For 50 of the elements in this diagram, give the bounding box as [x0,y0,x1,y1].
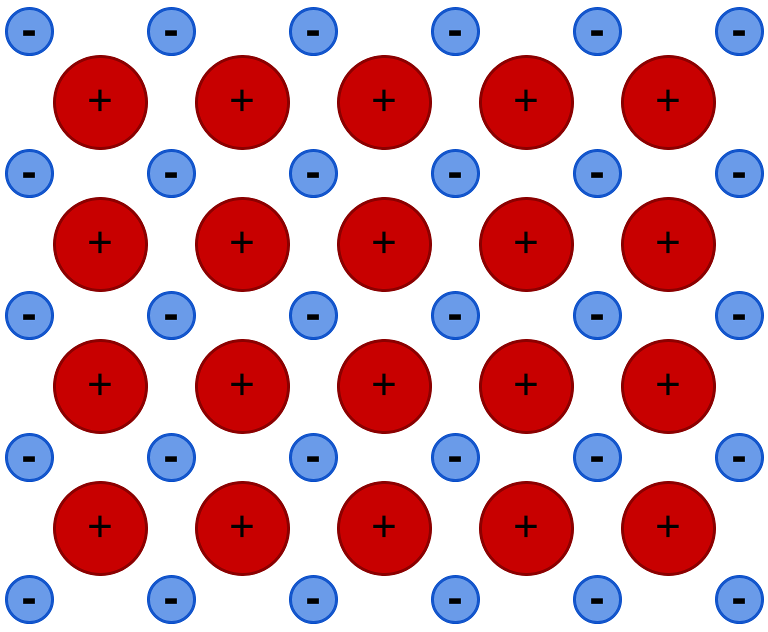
positive-ion-circle: + [478,480,574,576]
positive-ion-circle: + [336,338,432,434]
negative-ion-circle: - [714,432,764,482]
negative-ion-circle: - [430,6,480,56]
positive-ion-circle: + [52,480,148,576]
positive-ion-circle: + [194,196,290,292]
negative-ion-circle: - [146,148,196,198]
positive-ion-circle: + [194,338,290,434]
positive-ion-circle: + [336,480,432,576]
negative-ion-circle: - [430,574,480,624]
negative-ion-circle: - [714,574,764,624]
negative-ion-circle: - [430,290,480,340]
negative-ion-circle: - [288,6,338,56]
negative-ion-circle: - [714,290,764,340]
positive-ion-circle: + [336,196,432,292]
negative-ion-circle: - [572,148,622,198]
positive-ion-circle: + [52,196,148,292]
positive-ion-circle: + [478,54,574,150]
negative-ion-circle: - [572,6,622,56]
positive-ion-circle: + [478,338,574,434]
positive-ion-circle: + [620,54,716,150]
positive-ion-circle: + [336,54,432,150]
positive-ion-circle: + [52,338,148,434]
negative-ion-circle: - [146,432,196,482]
positive-ion-circle: + [620,196,716,292]
negative-ion-circle: - [572,290,622,340]
negative-ion-circle: - [4,290,54,340]
negative-ion-circle: - [4,148,54,198]
negative-ion-circle: - [430,148,480,198]
negative-ion-circle: - [288,148,338,198]
negative-ion-circle: - [430,432,480,482]
negative-ion-circle: - [4,6,54,56]
negative-ion-circle: - [4,432,54,482]
positive-ion-circle: + [620,480,716,576]
negative-ion-circle: - [288,574,338,624]
negative-ion-circle: - [288,290,338,340]
negative-ion-circle: - [146,574,196,624]
negative-ion-circle: - [146,290,196,340]
negative-ion-circle: - [572,432,622,482]
positive-ion-circle: + [620,338,716,434]
positive-ion-circle: + [52,54,148,150]
positive-ion-circle: + [478,196,574,292]
negative-ion-circle: - [146,6,196,56]
negative-ion-circle: - [714,6,764,56]
negative-ion-circle: - [714,148,764,198]
negative-ion-circle: - [4,574,54,624]
positive-ion-circle: + [194,480,290,576]
negative-ion-circle: - [572,574,622,624]
positive-ion-circle: + [194,54,290,150]
negative-ion-circle: - [288,432,338,482]
